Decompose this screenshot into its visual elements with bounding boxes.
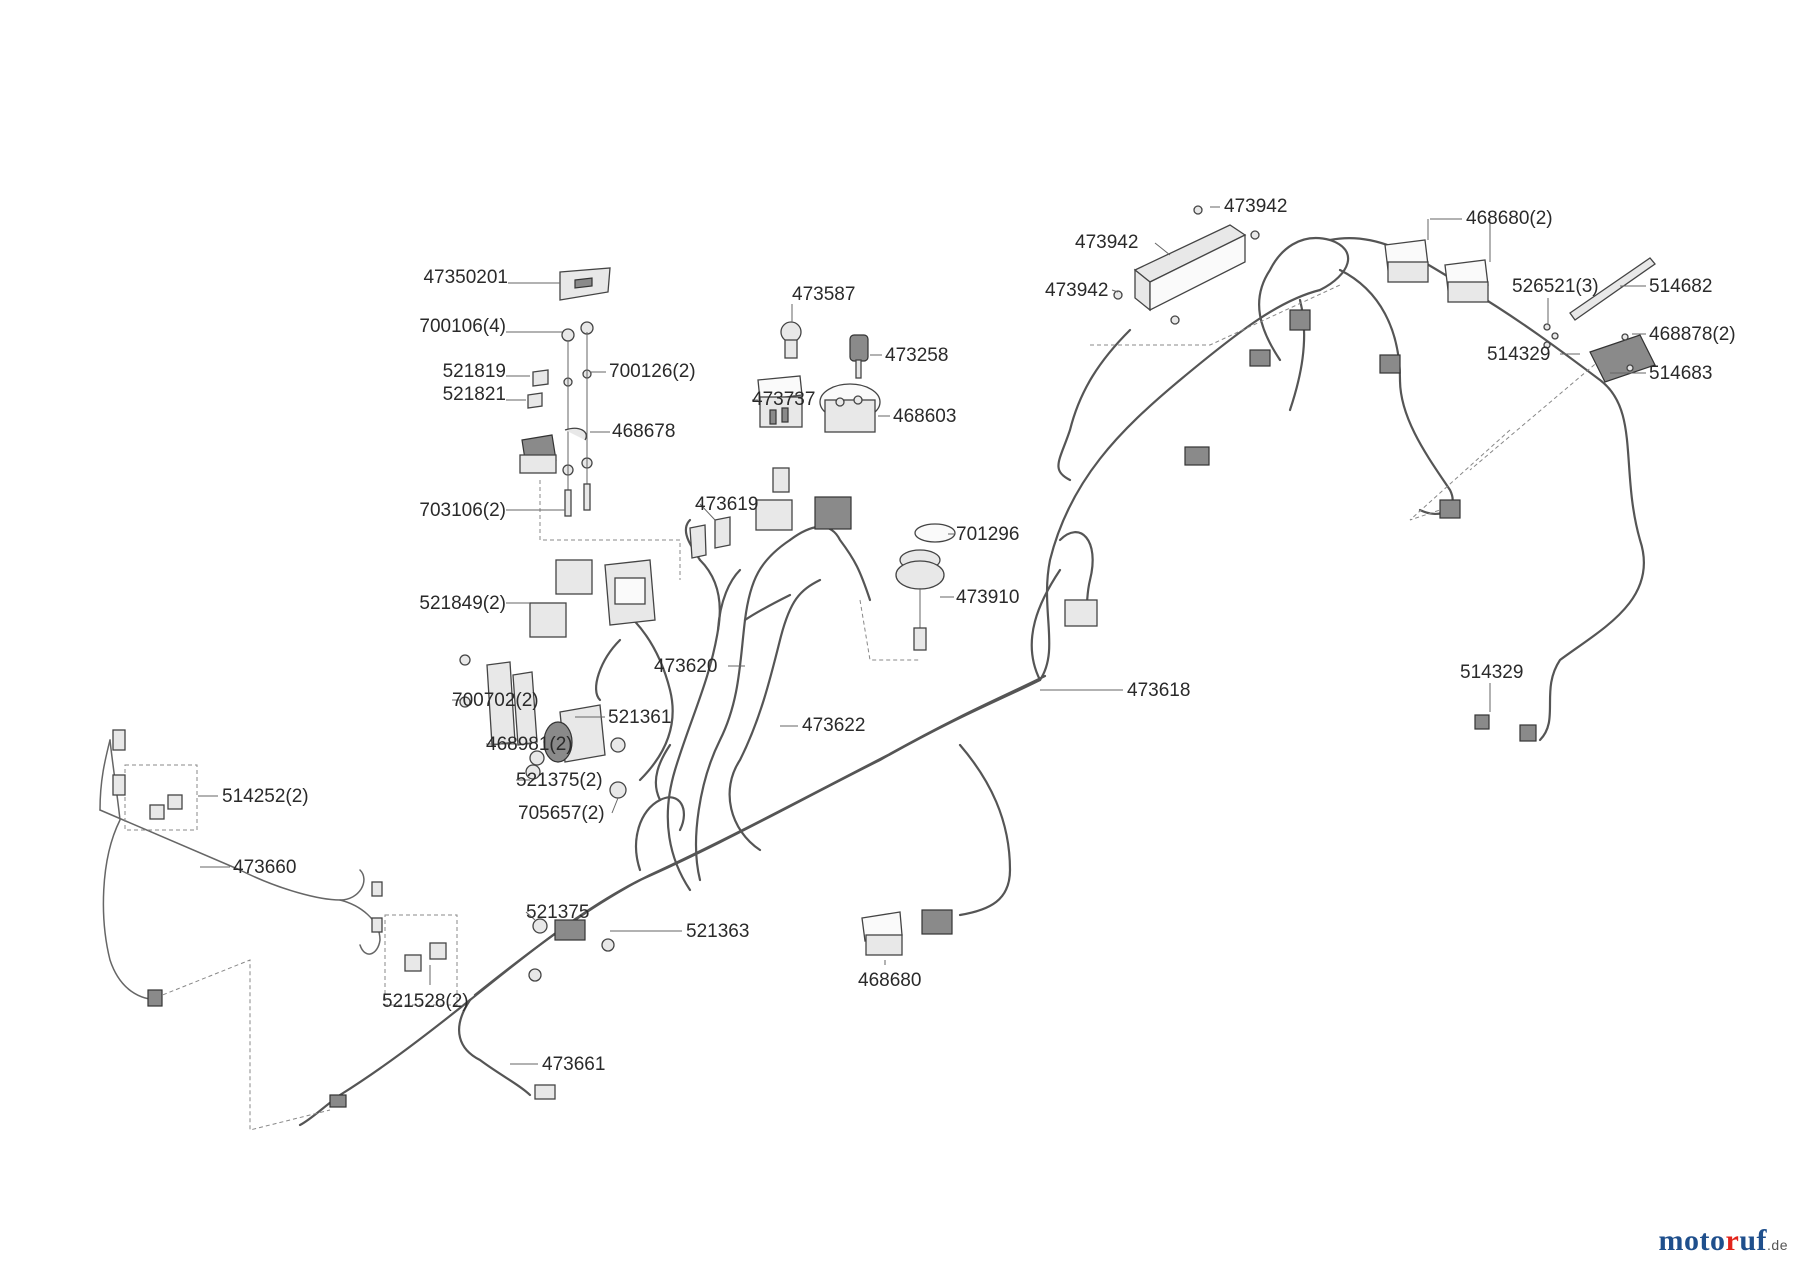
part-label: 521361 (608, 707, 671, 728)
part-label: 521363 (686, 921, 749, 942)
part-label: 473942 (1075, 232, 1138, 253)
part-label: 468878(2) (1649, 324, 1736, 345)
part-label: 468680 (858, 970, 921, 991)
part-label: 514252(2) (222, 786, 309, 807)
part-label: 47350201 (423, 267, 508, 288)
part-label: 468680(2) (1466, 208, 1553, 229)
part-label: 473619 (695, 494, 758, 515)
leader-lines (198, 206, 1646, 1065)
brand-logo: motoruf.de (1659, 1224, 1788, 1258)
part-label: 473661 (542, 1054, 605, 1075)
part-label: 521821 (443, 384, 506, 405)
part-label: 473942 (1045, 280, 1108, 301)
part-label: 514329 (1487, 344, 1550, 365)
part-label: 473587 (792, 284, 855, 305)
part-label: 473910 (956, 587, 1019, 608)
part-label: 473660 (233, 857, 296, 878)
assembly-lines (124, 284, 1601, 1131)
part-label: 705657(2) (518, 803, 605, 824)
part-label: 700126(2) (609, 361, 696, 382)
brand-logo-part1: moto (1658, 1224, 1726, 1257)
part-label: 473737 (752, 389, 815, 410)
part-label: 514683 (1649, 363, 1712, 384)
part-label: 521375 (526, 902, 589, 923)
part-label: 473618 (1127, 680, 1190, 701)
part-label: 703106(2) (419, 500, 506, 521)
part-label: 526521(3) (1512, 276, 1599, 297)
brand-logo-part2: r (1725, 1224, 1740, 1257)
part-label: 468981(2) (486, 734, 573, 755)
main-harness (99, 236, 1646, 1127)
part-label: 473620 (654, 656, 717, 677)
part-label: 521528(2) (382, 991, 469, 1012)
part-label: 701296 (956, 524, 1019, 545)
part-label: 521375(2) (516, 770, 603, 791)
part-label: 473258 (885, 345, 948, 366)
part-label: 468603 (893, 406, 956, 427)
part-label: 521849(2) (419, 593, 506, 614)
brand-logo-suffix: .de (1767, 1237, 1788, 1253)
part-label: 521819 (443, 361, 506, 382)
part-label: 514329 (1460, 662, 1523, 683)
part-label: 700106(4) (419, 316, 506, 337)
part-label: 514682 (1649, 276, 1712, 297)
part-label: 700702(2) (452, 690, 539, 711)
part-labels: 47350201 700106(4) 521819 700126(2) 5218… (222, 196, 1736, 1075)
part-label: 468678 (612, 421, 675, 442)
components (112, 205, 1656, 1108)
part-label: 473942 (1224, 196, 1287, 217)
brand-logo-part3: uf (1739, 1224, 1768, 1257)
part-label: 473622 (802, 715, 865, 736)
